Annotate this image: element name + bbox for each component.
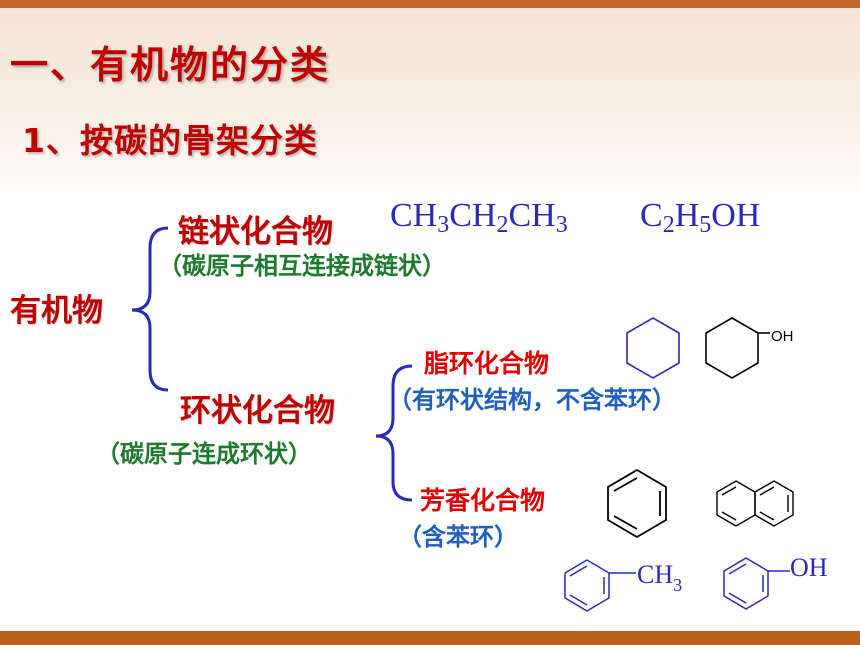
top-frame-bar xyxy=(0,0,860,8)
alicyclic-compound-note: （有环状结构，不含苯环） xyxy=(388,386,676,414)
aromatic-compound-label: 芳香化合物 xyxy=(420,486,546,515)
naphthalene-structure xyxy=(716,480,794,527)
slide-subtitle: 1、按碳的骨架分类 xyxy=(22,121,318,160)
cyclohexanol-structure: OH xyxy=(705,317,794,379)
root-node-organic: 有机物 xyxy=(10,293,103,329)
chain-compound-note: （碳原子相互连接成链状） xyxy=(158,252,446,280)
benzene-structure xyxy=(607,468,667,539)
ethanol-formula: C2H5OH xyxy=(640,197,761,238)
slide-title: 一、有机物的分类 xyxy=(10,43,331,87)
propane-formula: CH3CH2CH3 xyxy=(390,197,568,238)
cyclic-compound-label: 环状化合物 xyxy=(180,393,335,429)
phenol-structure: OH xyxy=(723,553,828,610)
chain-compound-label: 链状化合物 xyxy=(178,214,333,250)
cyclohexane-structure xyxy=(626,317,680,379)
main-brace xyxy=(131,226,169,392)
toluene-ch3-label: CH3 xyxy=(637,560,682,595)
cyclic-compound-note: （碳原子连成环状） xyxy=(96,440,312,468)
cyclohexanol-oh-label: OH xyxy=(771,328,794,345)
cyclic-brace xyxy=(375,364,413,502)
phenol-oh-label: OH xyxy=(790,553,828,582)
background-wash xyxy=(0,0,860,200)
aromatic-compound-note: （含苯环） xyxy=(398,523,518,551)
toluene-structure: CH3 xyxy=(564,559,682,612)
bottom-frame-bar xyxy=(0,631,860,645)
alicyclic-compound-label: 脂环化合物 xyxy=(424,349,550,378)
